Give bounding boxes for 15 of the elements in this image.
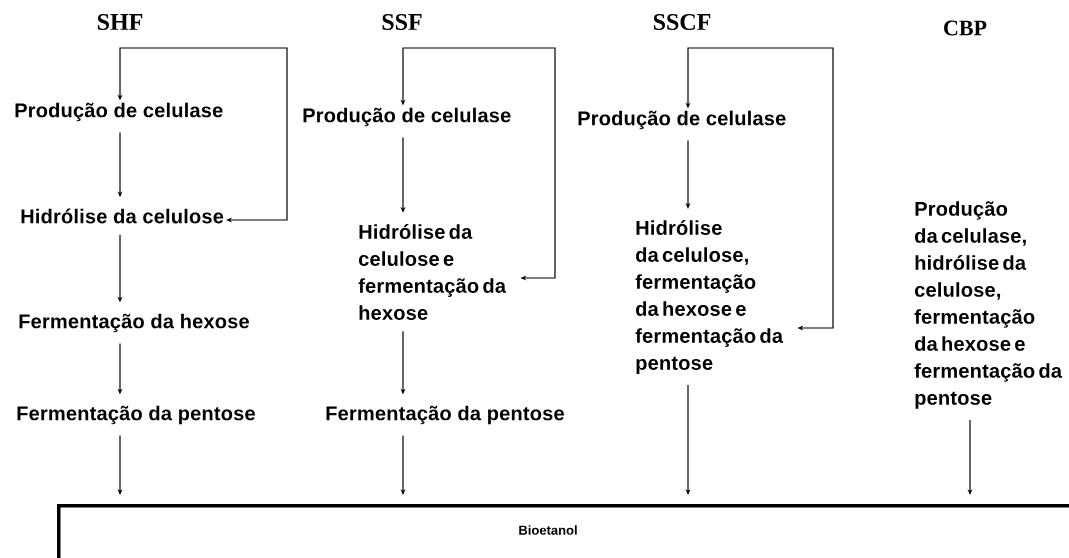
step-text: Hidrólise da celulose e fermentação da hexose xyxy=(358,224,507,320)
step-text: Produção de celulase xyxy=(578,110,786,130)
step-text: Produção da celulase, hidrólise da celulose, fermentação da hexose e fermentação da pentose xyxy=(914,201,1063,409)
step-text: Fermentação da hexose xyxy=(19,313,249,333)
step-text: Fermentação da pentose xyxy=(17,405,255,425)
step-text: Produção de celulase xyxy=(15,102,223,122)
column-heading: SHF xyxy=(97,13,143,31)
step-text: Produção de celulase xyxy=(303,107,511,127)
step-text: Hidrólise da celulose xyxy=(21,208,224,224)
step-text: Fermentação da pentose xyxy=(326,405,564,425)
column-heading: SSF xyxy=(382,13,422,31)
column-heading: SSCF xyxy=(653,13,711,31)
column-heading: CBP xyxy=(944,20,987,36)
step-text: Hidrólise da celulose, fermentação da hexose e fermentação da pentose xyxy=(635,220,784,374)
product-box: Bioetanol xyxy=(57,504,1069,558)
